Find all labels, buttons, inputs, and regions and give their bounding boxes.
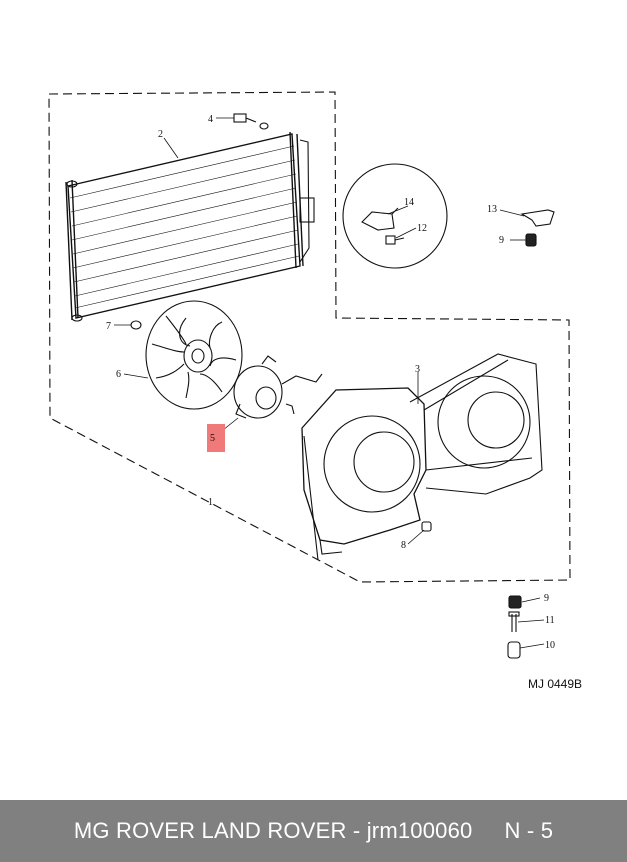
assembly-boundary — [48, 91, 571, 583]
bolt-part-8 — [421, 521, 432, 532]
bracket-part-14 — [361, 207, 399, 231]
diagram-reference-code: MJ 0449B — [528, 677, 582, 691]
callout-11: 11 — [545, 615, 555, 626]
callout-12: 12 — [417, 223, 427, 234]
callout-6: 6 — [116, 369, 121, 380]
callout-2: 2 — [158, 129, 163, 140]
grommet-part-9-upper — [525, 233, 537, 247]
bolt-part-4 — [233, 113, 269, 130]
callout-1: 1 — [208, 497, 213, 508]
caption-page: N - 5 — [504, 818, 554, 843]
caption-title: MG ROVER LAND ROVER - jrm100060 — [73, 818, 473, 843]
callout-9-lower: 9 — [544, 593, 549, 604]
callout-14: 14 — [404, 197, 414, 208]
condenser — [65, 131, 315, 322]
callout-5: 5 — [210, 433, 215, 444]
bolt-part-11 — [508, 611, 520, 632]
callout-13: 13 — [487, 204, 497, 215]
detail-view-circle — [342, 163, 448, 269]
callout-8: 8 — [401, 540, 406, 551]
callout-9-upper: 9 — [499, 235, 504, 246]
leader-lines — [114, 117, 545, 649]
fan-blade — [145, 300, 243, 410]
fan-motor — [233, 355, 323, 419]
highlight-part-5 — [207, 424, 225, 452]
callout-7: 7 — [106, 321, 111, 332]
callout-4: 4 — [208, 114, 213, 125]
bracket-part-13 — [520, 209, 555, 227]
callout-3: 3 — [415, 364, 420, 375]
bolt-part-7 — [130, 320, 142, 330]
bush-part-10 — [507, 641, 521, 659]
screw-part-12 — [385, 235, 405, 245]
exploded-parts-diagram: 1 2 3 4 5 6 7 8 9 9 10 11 12 13 14 MJ 04… — [48, 91, 582, 691]
grommet-part-9-lower — [508, 595, 522, 609]
callout-10: 10 — [545, 640, 555, 651]
fan-cowling — [301, 353, 543, 561]
caption-bar: MG ROVER LAND ROVER - jrm100060 N - 5 — [0, 800, 627, 862]
